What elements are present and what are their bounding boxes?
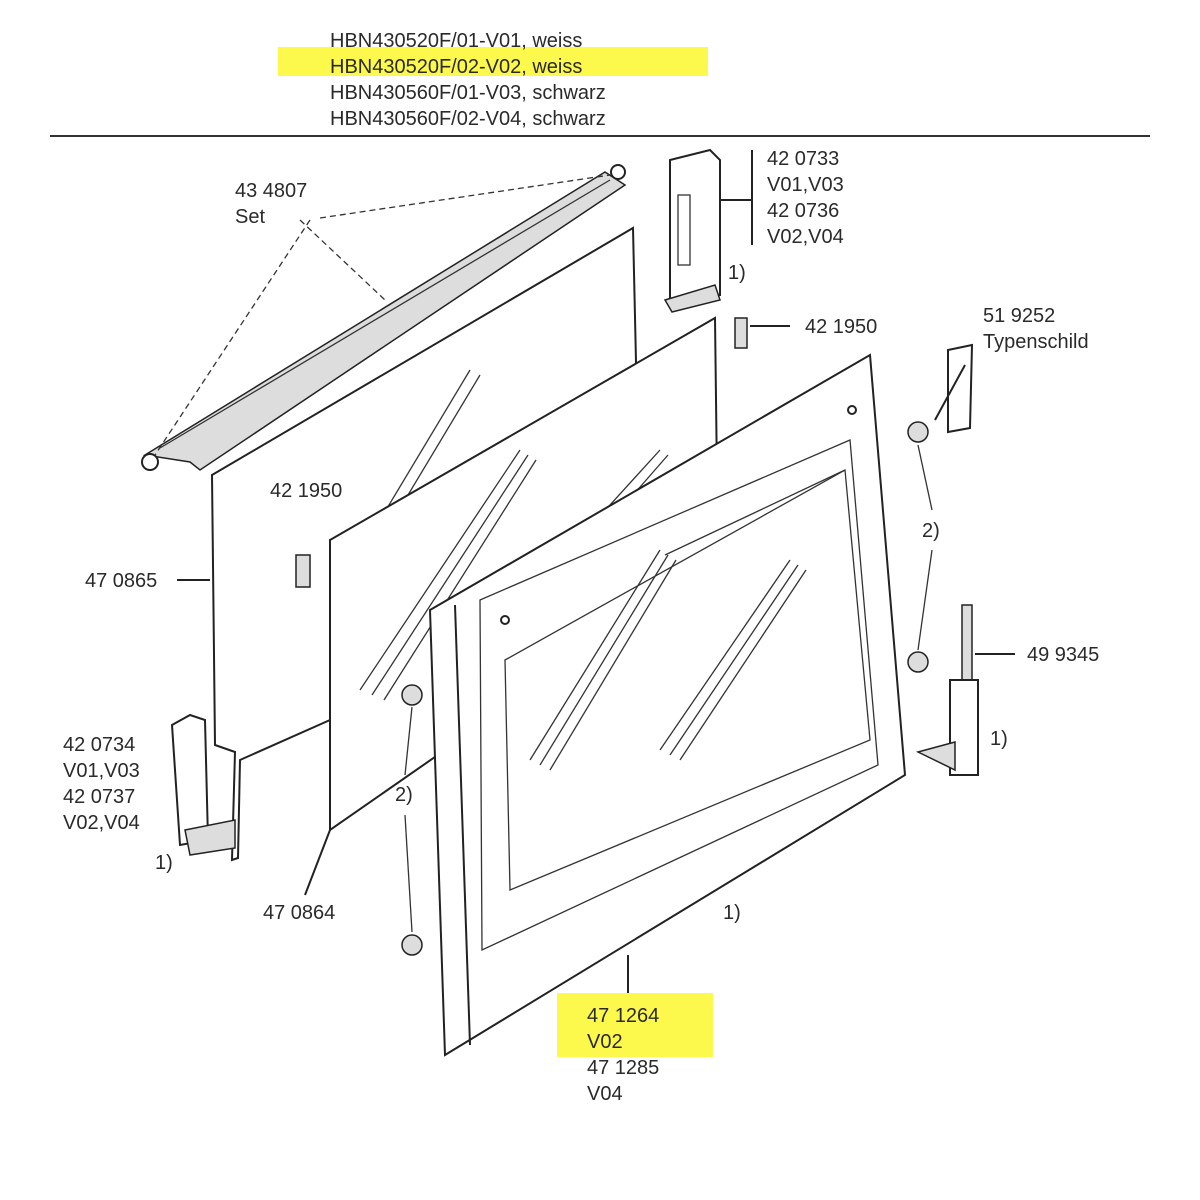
label-type-plate-part: 51 9252 — [983, 305, 1055, 327]
top-rail-set — [141, 164, 627, 471]
leader-lines — [154, 150, 1015, 995]
hinge-cover-left — [170, 713, 236, 856]
type-plate — [947, 343, 974, 434]
label-hinge-cover-right-3: 42 0736 — [767, 200, 839, 222]
model-line-1: HBN430520F/01-V01, weiss — [330, 30, 582, 52]
hinge — [915, 604, 979, 776]
label-hinge-cover-left-ref: 1) — [155, 852, 173, 874]
model-line-4: HBN430560F/02-V04, schwarz — [330, 108, 606, 130]
spacers — [401, 421, 929, 956]
clip-top-icon — [734, 317, 748, 349]
label-rail-part: 43 4807 — [235, 180, 307, 202]
model-line-3: HBN430560F/01-V03, schwarz — [330, 82, 606, 104]
label-spacer-left: 2) — [395, 784, 413, 806]
label-type-plate-note: Typenschild — [983, 331, 1089, 353]
label-hinge-cover-left-2: V01,V03 — [63, 760, 140, 782]
label-hinge-ref: 1) — [990, 728, 1008, 750]
label-hinge-cover-left-1: 42 0734 — [63, 734, 135, 756]
front-door — [428, 353, 907, 1057]
label-clip-top: 42 1950 — [805, 316, 877, 338]
model-line-2: HBN430520F/02-V02, weiss — [330, 56, 582, 78]
label-middle-glass: 47 0864 — [263, 902, 335, 924]
label-front-door-3: 47 1285 — [587, 1057, 659, 1079]
label-door-ref: 1) — [723, 902, 741, 924]
label-clip-left: 42 1950 — [270, 480, 342, 502]
label-front-door-1: 47 1264 — [587, 1005, 659, 1027]
label-hinge-cover-left-3: 42 0737 — [63, 786, 135, 808]
label-hinge-cover-right-4: V02,V04 — [767, 226, 844, 248]
label-hinge-cover-right-2: V01,V03 — [767, 174, 844, 196]
label-front-door-2: V02 — [587, 1031, 623, 1053]
label-hinge-part: 49 9345 — [1027, 644, 1099, 666]
clip-left-icon — [295, 554, 311, 588]
label-rail-note: Set — [235, 206, 265, 228]
label-spacer-right: 2) — [922, 520, 940, 542]
label-hinge-cover-left-4: V02,V04 — [63, 812, 140, 834]
label-front-door-4: V04 — [587, 1083, 623, 1105]
hinge-cover-right — [663, 148, 721, 313]
label-hinge-cover-right-1: 42 0733 — [767, 148, 839, 170]
label-back-glass: 47 0865 — [85, 570, 157, 592]
model-highlight — [278, 47, 708, 76]
label-hinge-cover-right-ref: 1) — [728, 262, 746, 284]
front-door-highlight — [557, 993, 713, 1057]
